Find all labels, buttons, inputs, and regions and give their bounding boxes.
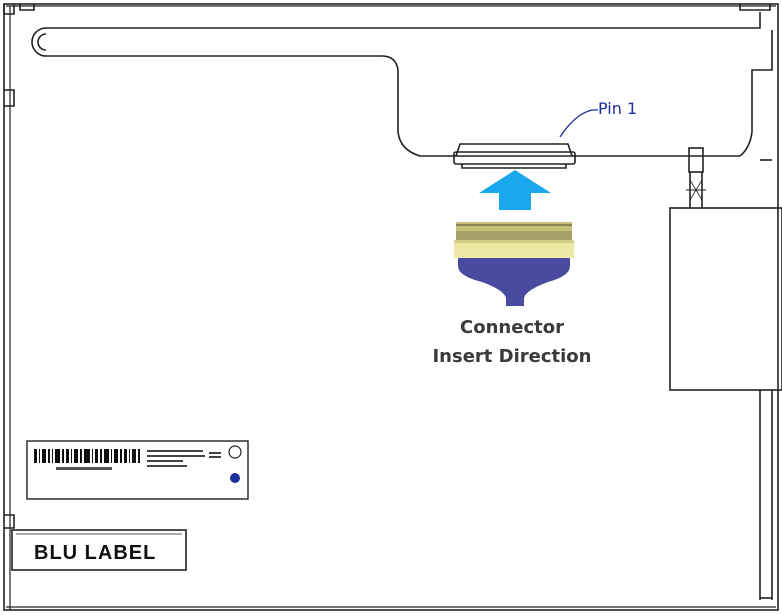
blu-label-text: BLU LABEL <box>34 542 157 564</box>
pin-1-label: Pin 1 <box>598 99 638 118</box>
connector-insert-caption: Connector Insert Direction <box>404 313 620 371</box>
panel-outline <box>3 3 779 611</box>
pin-1-leader-line <box>559 109 598 138</box>
certification-mark-icon <box>228 445 242 459</box>
blu-label-box <box>11 529 187 571</box>
rohs-mark-icon <box>230 473 240 483</box>
arrow-up-icon <box>479 170 551 210</box>
ribbon-cable-icon <box>458 258 570 306</box>
barcode-icon <box>34 449 140 470</box>
caption-line-connector: Connector <box>460 317 564 338</box>
panel-connector-outline <box>453 143 576 169</box>
right-module <box>669 147 782 600</box>
barcode-sticker <box>26 440 249 500</box>
top-rail <box>31 12 773 161</box>
caption-line-insert-direction: Insert Direction <box>432 346 592 367</box>
sticker-fine-print <box>147 450 221 467</box>
fpc-connector-icon <box>454 222 574 258</box>
